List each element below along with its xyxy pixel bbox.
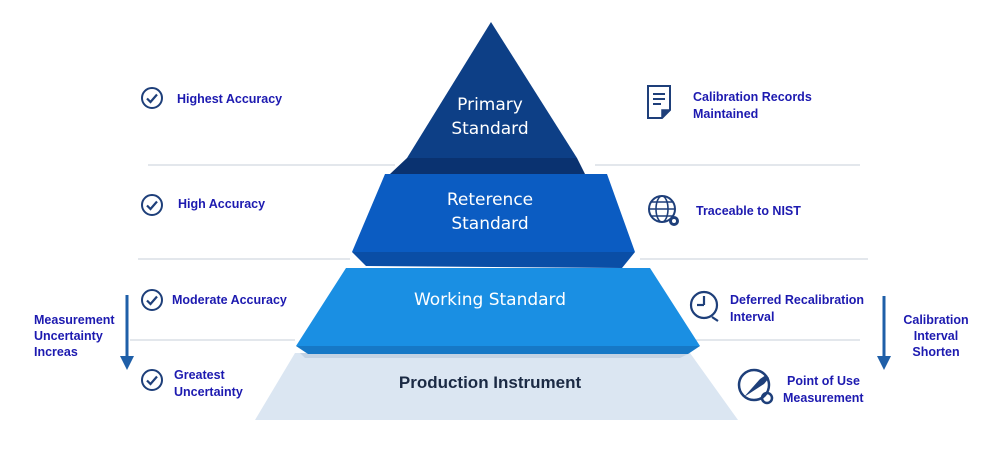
right-arrow-label: Calibration Interval Shorten [898, 312, 974, 360]
left-arrow-head [120, 356, 134, 370]
right-item-calibration-records-line2: Maintained [693, 107, 759, 121]
wrench-icon [737, 368, 774, 405]
left-item-greatest-uncertainty-line2: Uncertainty [174, 385, 243, 399]
right-arrow-line3: Shorten [912, 345, 960, 359]
left-arrow-line1: Measurement [34, 313, 115, 327]
right-item-deferred-recalibration-line1: Deferred Recalibration [730, 293, 865, 307]
tier-primary-line2: Standard [451, 119, 529, 139]
left-arrow-label: Measurement Uncertainty Increas [34, 312, 115, 360]
tier-reference [352, 174, 635, 252]
right-item-calibration-records-line1: Calibration Records [693, 90, 812, 104]
document-icon [647, 85, 671, 119]
left-item-moderate-accuracy: Moderate Accuracy [172, 293, 287, 307]
clock-icon [689, 290, 719, 322]
check-circle-icon [141, 289, 163, 311]
tier-production-shadow [300, 353, 690, 358]
left-item-highest-accuracy: Highest Accuracy [177, 92, 283, 106]
right-item-deferred-recalibration-line2: Interval [730, 310, 775, 324]
left-item-greatest-uncertainty: Greatest Uncertainty [174, 367, 243, 401]
left-item-high-accuracy: High Accuracy [178, 197, 266, 211]
tier-reference-line1: Reterence [446, 190, 534, 210]
tier-reference-label: Reterence Standard [420, 188, 560, 236]
check-circle-icon [141, 87, 163, 109]
left-arrow-line3: Increas [34, 345, 78, 359]
left-item-greatest-uncertainty-line1: Greatest [174, 368, 225, 382]
right-item-calibration-records: Calibration Records Maintained [693, 89, 812, 123]
left-arrow-line2: Uncertainty [34, 329, 103, 343]
right-item-deferred-recalibration: Deferred Recalibration Interval [730, 292, 864, 326]
right-arrow-line2: Interval [913, 329, 959, 343]
tier-primary-ledge [390, 158, 585, 174]
tier-working-label: Working Standard [413, 290, 567, 310]
tier-primary [407, 22, 577, 158]
check-circle-icon [141, 369, 163, 391]
right-arrow-line1: Calibration [903, 313, 969, 327]
tier-reference-line2: Standard [451, 214, 529, 234]
tier-primary-line1: Primary [457, 95, 523, 115]
right-item-point-of-use-line2: Measurement [783, 391, 864, 405]
right-item-traceable-nist: Traceable to NIST [696, 204, 801, 218]
tier-production-label: Production Instrument [398, 373, 582, 392]
tier-reference-ledge [352, 252, 635, 268]
tier-working [296, 268, 700, 346]
tier-production [255, 353, 738, 420]
right-item-point-of-use: Point of Use Measurement [783, 373, 864, 407]
tier-primary-label: Primary Standard [420, 93, 560, 141]
globe-icon [648, 195, 679, 226]
right-arrow-head [877, 356, 891, 370]
check-circle-icon [141, 194, 163, 216]
right-item-point-of-use-line1: Point of Use [787, 374, 860, 388]
tier-working-ledge [296, 346, 700, 354]
